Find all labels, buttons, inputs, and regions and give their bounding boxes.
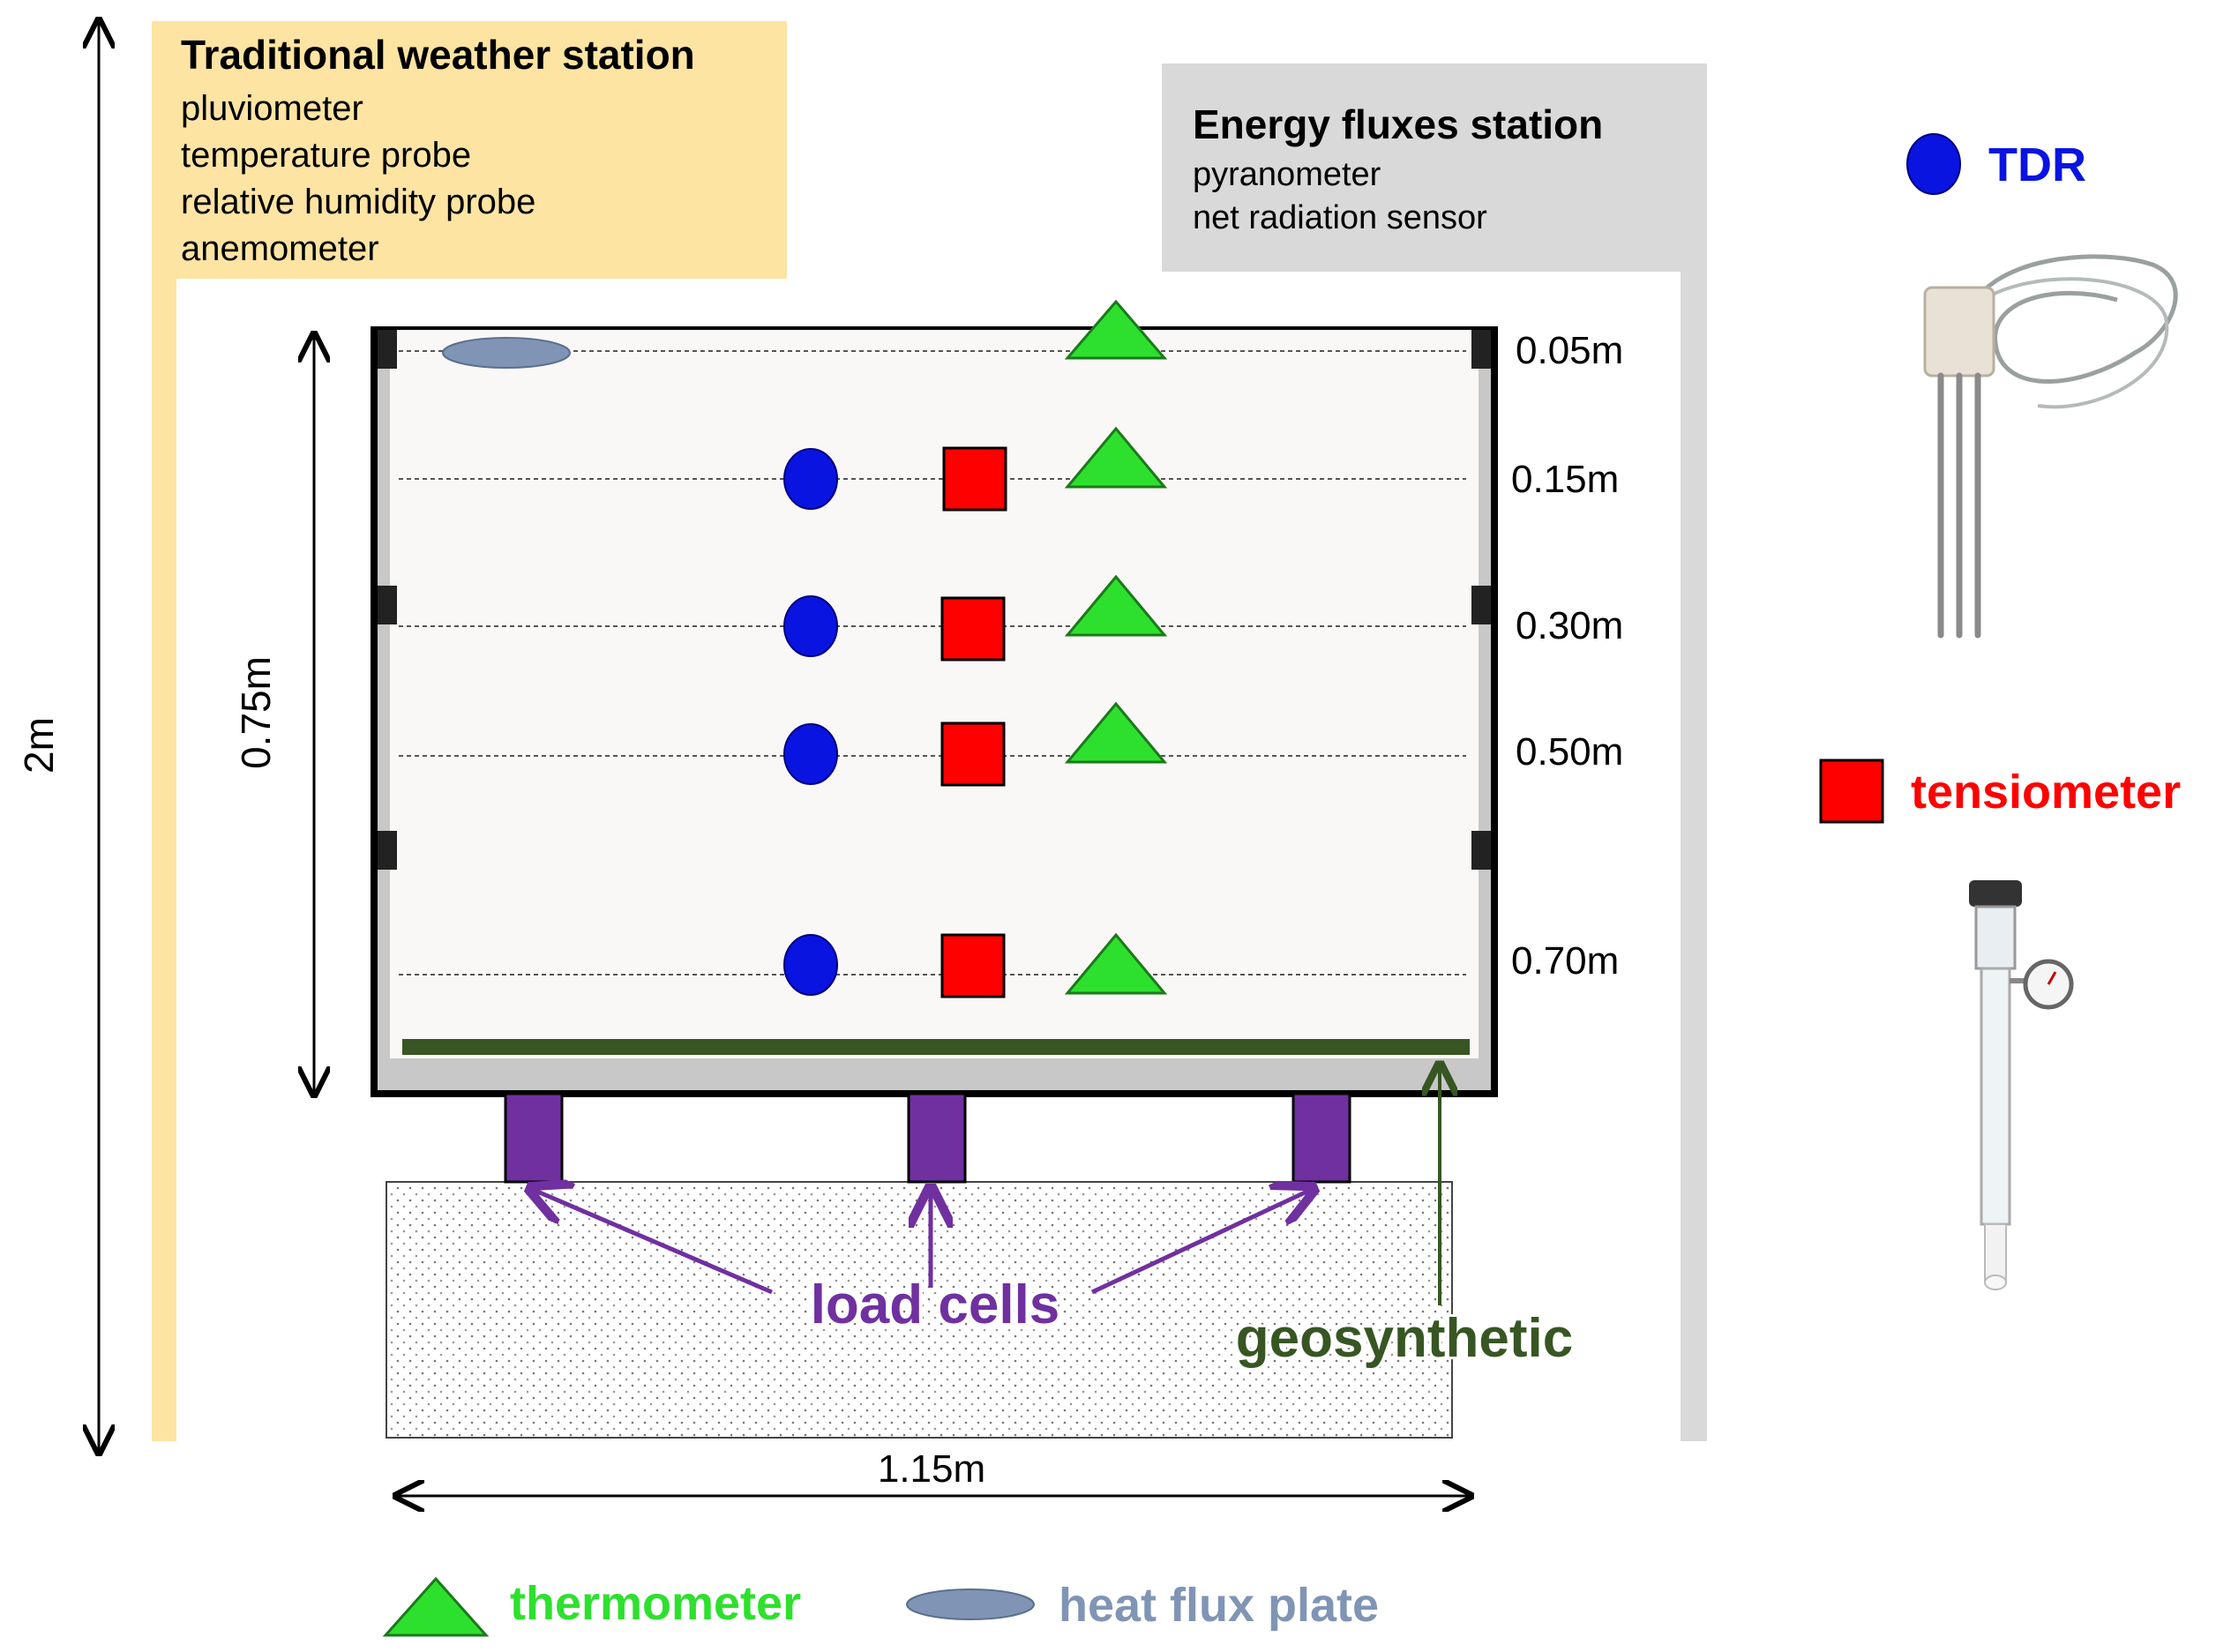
tensiometer-legend: tensiometer <box>1819 759 2181 1290</box>
depth-label-015: 0.15m <box>1511 458 1619 501</box>
geosynthetic-layer <box>402 1039 1470 1055</box>
energy-item-pyranometer: pyranometer <box>1193 156 1381 193</box>
tensiometer-sensor <box>940 933 1006 998</box>
load-cells-annotation: load cells <box>529 1187 1314 1339</box>
legend-tensiometer-icon <box>1819 759 1884 824</box>
legend-thermometer-label: thermometer <box>510 1577 801 1630</box>
tdr-probe-illustration <box>1923 254 2178 639</box>
load-cells <box>504 1092 1351 1184</box>
energy-station-pole <box>1681 203 1707 1441</box>
legend-heat-flux-plate-icon <box>906 1588 1035 1620</box>
thermometer-sensor <box>1064 932 1168 995</box>
depth-label-005: 0.05m <box>1516 329 1623 372</box>
thermometer-sensor <box>1064 574 1168 637</box>
thermometer-sensor <box>1064 426 1168 489</box>
lysimeter-box <box>371 326 1498 1097</box>
geosynthetic-label: geosynthetic <box>1236 1308 1573 1369</box>
weather-station-header-box <box>152 21 787 279</box>
load-cell-arrow-right <box>1090 1188 1314 1295</box>
weather-item-pluviometer: pluviometer <box>181 89 363 128</box>
tensiometer-sensor <box>942 446 1007 512</box>
load-cell <box>1291 1092 1351 1184</box>
wall-joint <box>378 586 397 624</box>
load-cells-label: load cells <box>811 1275 1060 1335</box>
wall-joint <box>1471 330 1491 369</box>
box-height-label: 0.75m <box>233 656 279 769</box>
legend-heat-flux-plate-label: heat flux plate <box>1059 1579 1379 1632</box>
depth-label-030: 0.30m <box>1516 604 1623 647</box>
tdr-probe-head <box>1923 286 1995 377</box>
thermometer-sensors <box>1064 299 1168 995</box>
box-width-label: 1.15m <box>878 1447 985 1491</box>
tensiometer-sensor <box>940 721 1006 787</box>
weather-station-pole <box>152 279 176 1441</box>
legend-tdr-label: TDR <box>1988 138 2086 191</box>
wall-joint <box>1471 586 1491 624</box>
load-cell <box>907 1092 967 1184</box>
total-height-dimension: 2m <box>16 19 99 1454</box>
box-soil-fill <box>390 330 1479 1058</box>
tensiometer-illustration <box>1969 880 2074 1290</box>
depth-lines <box>399 350 1466 976</box>
weather-item-humidity-probe: relative humidity probe <box>181 183 535 221</box>
box-height-dimension: 0.75m <box>233 333 314 1095</box>
weather-station-panel: Traditional weather station pluviometer … <box>152 21 787 1441</box>
total-height-label: 2m <box>16 717 62 774</box>
thermometer-sensor <box>1064 701 1168 764</box>
tdr-sensors <box>783 448 838 996</box>
geosynthetic-annotation: geosynthetic <box>1233 1064 1576 1372</box>
wall-joint <box>1471 831 1491 870</box>
legend-thermometer-icon <box>382 1576 490 1637</box>
wall-joint <box>378 831 397 870</box>
energy-station-panel: Energy fluxes station pyranometer net ra… <box>1162 64 1707 1441</box>
load-cell-arrow-left <box>529 1188 773 1295</box>
thermometer-sensor <box>1064 299 1168 360</box>
tensiometer-cap <box>1969 880 2022 907</box>
tdr-sensor <box>783 723 838 785</box>
bottom-legend: thermometer heat flux plate <box>382 1576 1379 1637</box>
tdr-sensor <box>783 595 838 657</box>
load-cell <box>504 1092 564 1184</box>
heat-flux-plate-sensor <box>442 337 571 369</box>
legend-tdr-icon <box>1906 133 1961 195</box>
tdr-sensor <box>783 934 838 996</box>
weather-item-temperature-probe: temperature probe <box>181 136 471 175</box>
depth-label-050: 0.50m <box>1516 730 1623 774</box>
legend-tensiometer-label: tensiometer <box>1911 766 2181 819</box>
energy-station-header-box <box>1162 64 1707 272</box>
tensiometer-sensor <box>940 596 1006 662</box>
depth-label-070: 0.70m <box>1511 939 1619 983</box>
wall-joint <box>378 330 397 369</box>
energy-item-net-radiation: net radiation sensor <box>1193 199 1487 236</box>
depth-labels: 0.05m 0.15m 0.30m 0.50m 0.70m <box>1511 329 1623 983</box>
tensiometer-tube <box>1980 967 2011 1226</box>
tdr-probe-cable <box>1965 254 2178 384</box>
energy-station-title: Energy fluxes station <box>1193 101 1603 147</box>
weather-item-anemometer: anemometer <box>181 229 379 268</box>
box-width-dimension: 1.15m <box>395 1447 1471 1496</box>
weather-station-title: Traditional weather station <box>181 32 695 78</box>
tensiometer-tip <box>1984 1223 2007 1283</box>
tensiometer-sensors <box>940 446 1007 998</box>
tdr-legend: TDR <box>1906 133 2178 639</box>
tdr-sensor <box>783 448 838 510</box>
